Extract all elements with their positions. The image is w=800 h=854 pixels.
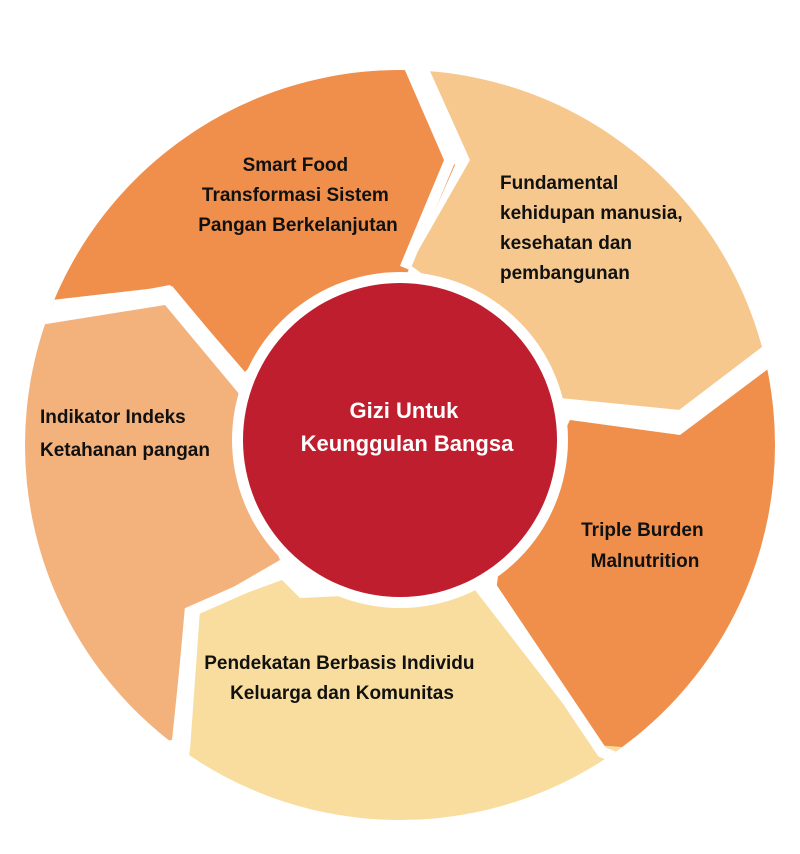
gap-line	[172, 562, 293, 746]
pendekatan-label: Pendekatan Berbasis Individu Keluarga da…	[204, 653, 480, 704]
fundamental-label: Fundamental kehidupan manusia, kesehatan…	[500, 173, 688, 284]
center-circle	[243, 283, 557, 597]
indikator-label: Indikator Indeks Ketahanan pangan	[40, 407, 210, 461]
gap-line	[394, 70, 456, 271]
triple-burden-label: Triple Burden Malnutrition	[581, 520, 709, 572]
gap-line	[29, 286, 255, 392]
gap-line	[559, 320, 775, 426]
smart-food-label: Smart Food Transformasi Sistem Pangan Be…	[198, 155, 398, 236]
center-label: Gizi Untuk Keunggulan Bangsa	[301, 398, 514, 456]
